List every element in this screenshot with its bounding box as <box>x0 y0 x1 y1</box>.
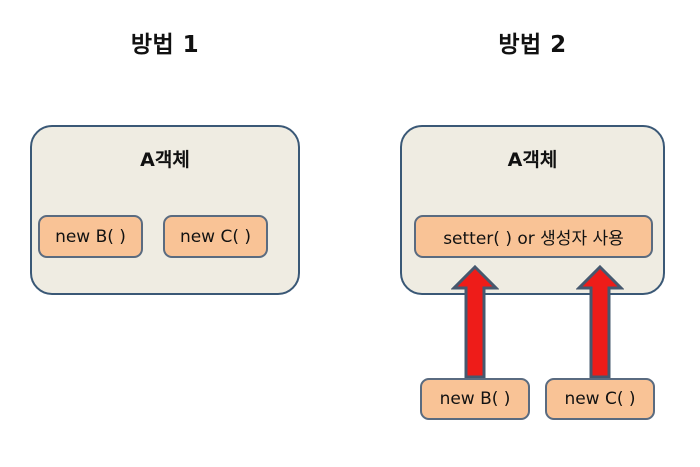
method2-object-label: A객체 <box>507 149 558 171</box>
method1-chip-new-b: new B( ) <box>38 215 143 258</box>
arrow-up-icon-b <box>451 265 499 379</box>
method1-chip-new-c: new C( ) <box>163 215 268 258</box>
method1-title: 방법 1 <box>130 32 200 58</box>
method1-object-label: A객체 <box>140 149 190 171</box>
method2-chip-setter-or-constructor: setter( ) or 생성자 사용 <box>414 215 653 258</box>
arrow-up-icon-c <box>576 265 624 379</box>
method2-chip-new-c: new C( ) <box>545 378 655 420</box>
method1-object-container: A객체 <box>30 125 300 295</box>
method2-object-container: A객체 <box>400 125 665 295</box>
method2-chip-new-b: new B( ) <box>420 378 530 420</box>
method2-title: 방법 2 <box>498 32 567 58</box>
